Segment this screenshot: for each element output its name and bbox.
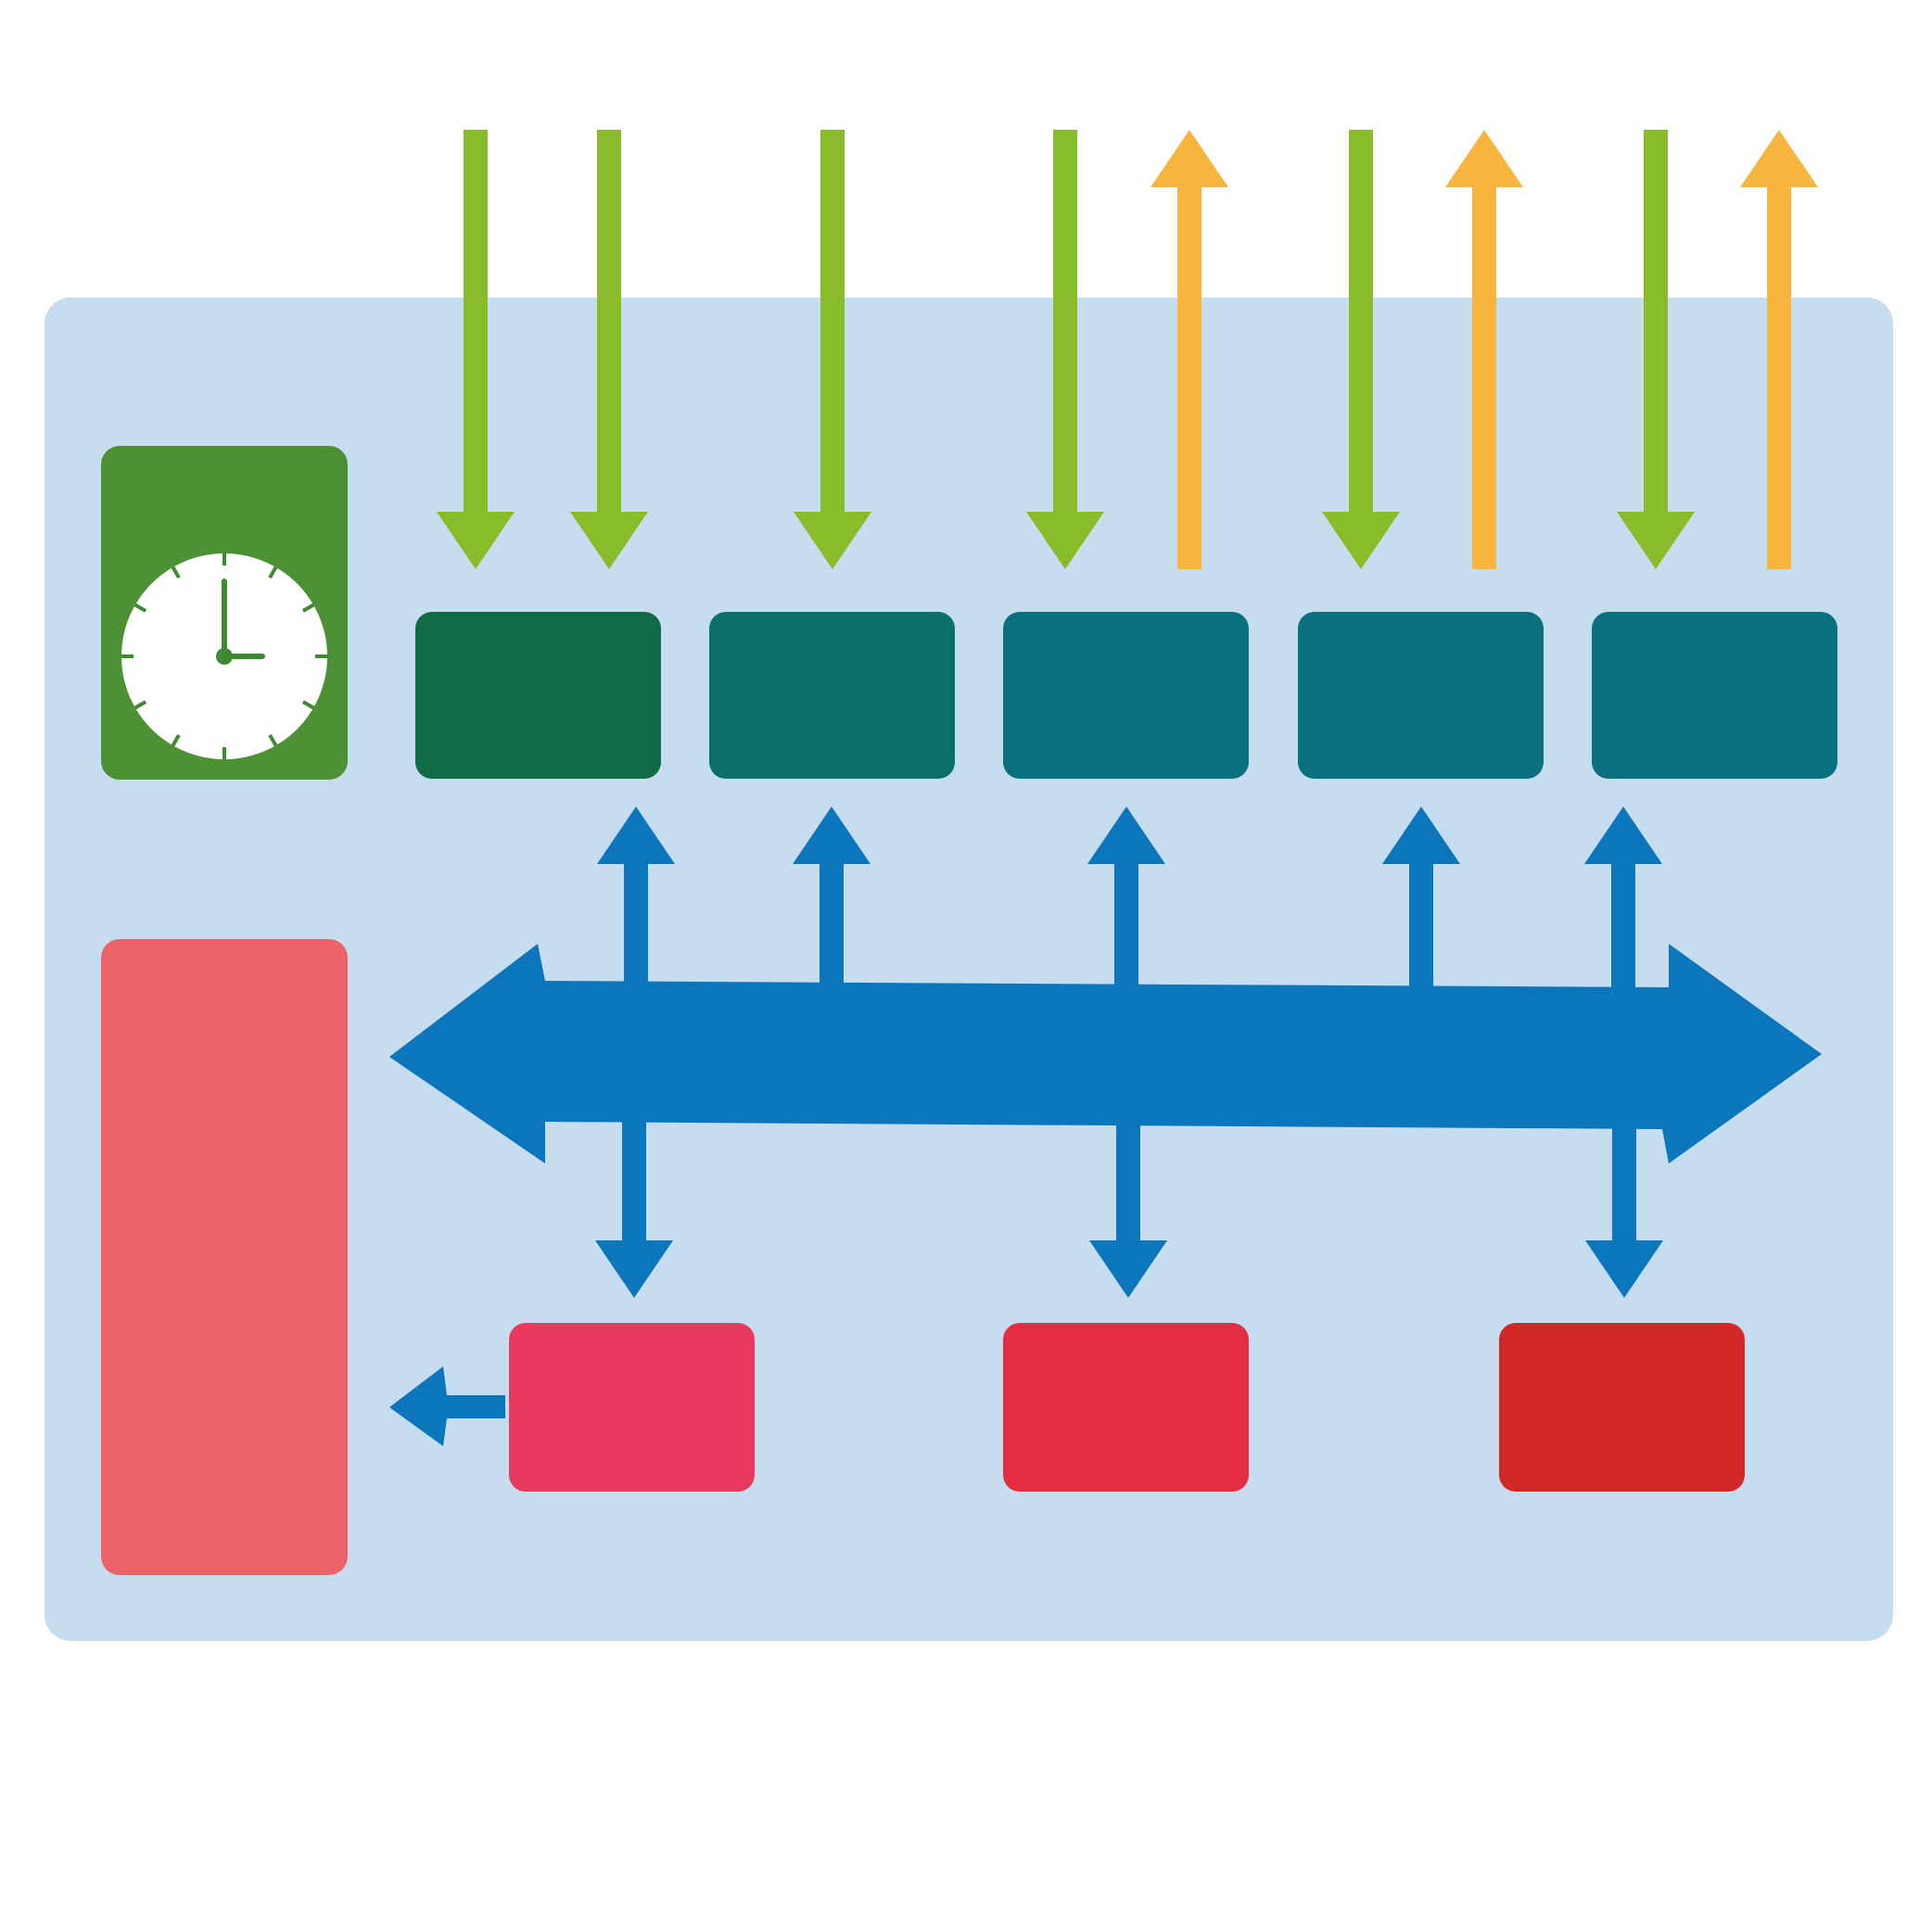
up-arrow-icon xyxy=(1445,130,1523,569)
clock-tick xyxy=(171,566,181,579)
output-arrows xyxy=(1150,130,1818,569)
clock-tick xyxy=(171,733,181,747)
clock-tick xyxy=(301,603,315,613)
clock-center xyxy=(216,648,233,665)
clock-tick xyxy=(268,566,278,579)
top-box-3 xyxy=(1003,612,1249,779)
input-arrows xyxy=(437,130,1695,569)
down-arrow-icon xyxy=(1089,1112,1167,1298)
up-arrow-icon xyxy=(1087,807,1165,992)
top-box-1 xyxy=(415,612,661,779)
down-arrow-icon xyxy=(1322,130,1400,569)
down-arrow-icon xyxy=(595,1112,673,1298)
down-arrow-icon xyxy=(1617,130,1695,569)
top-box-4 xyxy=(1298,612,1544,779)
clock-box xyxy=(101,446,348,780)
up-arrow-icon xyxy=(597,807,675,992)
top-box-5 xyxy=(1592,612,1837,779)
top-box-2 xyxy=(709,612,955,779)
up-arrow-icon xyxy=(1150,130,1228,569)
bus-double-headed-arrow-icon xyxy=(389,944,1822,1163)
down-arrow-icon xyxy=(1585,1112,1663,1298)
clock-tick xyxy=(133,700,147,710)
up-arrow-icon xyxy=(793,807,871,992)
bottom-box-1 xyxy=(509,1323,755,1492)
down-arrow-icon xyxy=(437,130,515,569)
bus-connectors xyxy=(595,807,1663,1298)
clock-tick xyxy=(301,700,315,710)
down-arrow-icon xyxy=(570,130,648,569)
up-arrow-icon xyxy=(1740,130,1818,569)
clock-icon xyxy=(121,553,327,759)
bottom-box-2 xyxy=(1003,1323,1249,1492)
up-arrow-icon xyxy=(1382,807,1460,992)
clock-tick xyxy=(133,603,147,613)
side-box xyxy=(101,939,348,1575)
clock-tick xyxy=(268,733,278,747)
bottom-box-3 xyxy=(1499,1323,1745,1492)
left-arrow-icon xyxy=(389,1366,505,1446)
down-arrow-icon xyxy=(1026,130,1104,569)
up-arrow-icon xyxy=(1584,807,1662,992)
down-arrow-icon xyxy=(794,130,871,569)
